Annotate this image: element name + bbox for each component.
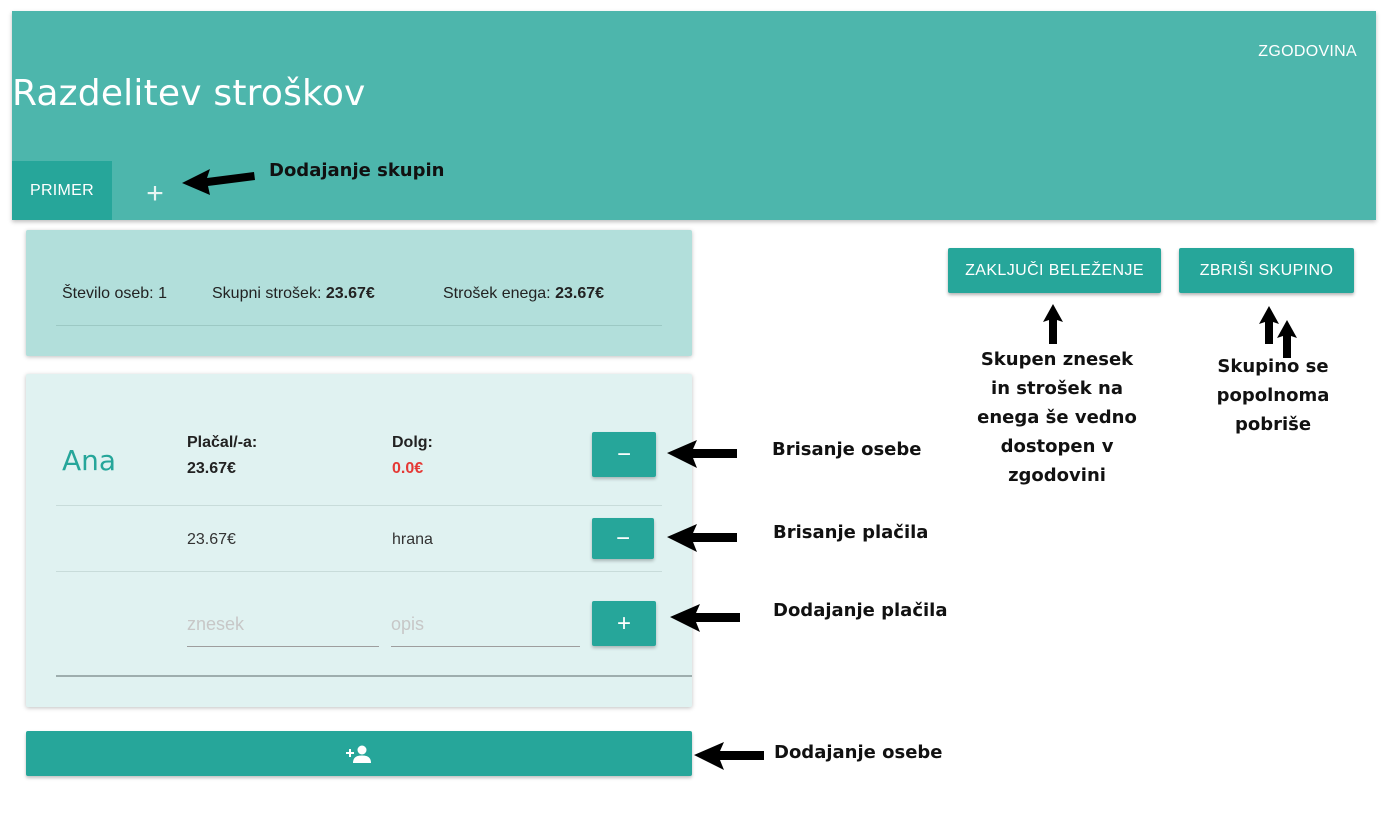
annotation-line: pobriše xyxy=(1234,414,1312,435)
plus-icon: + xyxy=(146,177,164,210)
app-header: Razdelitev stroškov ZGODOVINA PRIMER + xyxy=(12,11,1376,220)
payment-amount: 23.67€ xyxy=(187,531,236,548)
add-payment-button[interactable]: + xyxy=(592,601,656,646)
annotation-line: Skupino se xyxy=(1217,356,1329,377)
description-input[interactable] xyxy=(391,602,580,647)
annotation-line: Skupen znesek xyxy=(980,349,1134,370)
delete-person-button[interactable]: − xyxy=(592,432,656,477)
per-person-cost: Strošek enega: 23.67€ xyxy=(443,285,604,303)
annotation-add-payment: Dodajanje plačila xyxy=(773,600,948,621)
divider xyxy=(56,325,662,326)
app-title: Razdelitev stroškov xyxy=(12,73,366,114)
arrow-icon xyxy=(1259,306,1279,344)
annotation-delete-person: Brisanje osebe xyxy=(772,439,922,460)
debt-value: 0.0€ xyxy=(392,460,424,477)
tab-primer[interactable]: PRIMER xyxy=(12,161,112,220)
paid-value: 23.67€ xyxy=(187,460,236,477)
people-count: Število oseb: 1 xyxy=(62,285,167,303)
amount-input[interactable] xyxy=(187,602,379,647)
annotation-delete-payment: Brisanje plačila xyxy=(773,522,929,543)
minus-icon: − xyxy=(616,440,631,468)
people-count-value: 1 xyxy=(158,285,167,302)
total-cost-label: Skupni strošek: xyxy=(212,285,322,302)
annotation-add-person: Dodajanje osebe xyxy=(774,742,943,763)
divider xyxy=(56,675,692,677)
delete-payment-button[interactable]: − xyxy=(592,518,654,559)
annotation-line: dostopen v xyxy=(1000,436,1114,457)
total-cost: Skupni strošek: 23.67€ xyxy=(212,285,375,303)
people-count-label: Število oseb: xyxy=(62,285,154,302)
arrow-icon xyxy=(667,524,737,552)
arrow-icon xyxy=(694,742,764,770)
arrow-icon xyxy=(182,169,255,195)
arrow-icon xyxy=(670,604,740,632)
annotation-add-groups: Dodajanje skupin xyxy=(269,160,445,181)
payment-description: hrana xyxy=(392,531,433,548)
arrow-icon xyxy=(1043,304,1063,344)
arrow-icon xyxy=(667,440,737,468)
annotation-delete-note: Skupino se popolnoma pobriše xyxy=(1203,352,1343,439)
close-recording-button[interactable]: ZAKLJUČI BELEŽENJE xyxy=(948,248,1161,293)
annotation-line: popolnoma xyxy=(1216,385,1330,406)
arrow-icon xyxy=(1277,320,1297,358)
add-person-button[interactable] xyxy=(26,731,692,776)
person-name: Ana xyxy=(62,444,117,477)
minus-icon: − xyxy=(615,524,630,552)
plus-icon: + xyxy=(616,609,631,637)
person-add-icon xyxy=(346,745,371,763)
paid-label: Plačal/-a: xyxy=(187,434,258,451)
per-person-cost-label: Strošek enega: xyxy=(443,285,551,302)
annotation-close-note: Skupen znesek in strošek na enega še ved… xyxy=(972,345,1142,490)
annotation-line: enega še vedno xyxy=(977,407,1137,428)
annotation-line: in strošek na xyxy=(991,378,1123,399)
delete-group-button[interactable]: ZBRIŠI SKUPINO xyxy=(1179,248,1354,293)
total-cost-value: 23.67€ xyxy=(325,285,375,302)
history-link[interactable]: ZGODOVINA xyxy=(1258,43,1357,60)
divider xyxy=(56,571,662,572)
per-person-cost-value: 23.67€ xyxy=(555,285,605,302)
summary-card: Število oseb: 1 Skupni strošek: 23.67€ S… xyxy=(26,230,692,356)
debt-label: Dolg: xyxy=(392,434,433,451)
annotation-line: zgodovini xyxy=(1008,465,1106,486)
add-group-tab[interactable]: + xyxy=(140,179,170,209)
divider xyxy=(56,505,662,506)
person-card: Ana Plačal/-a: 23.67€ Dolg: 0.0€ − 23.67… xyxy=(26,374,692,707)
